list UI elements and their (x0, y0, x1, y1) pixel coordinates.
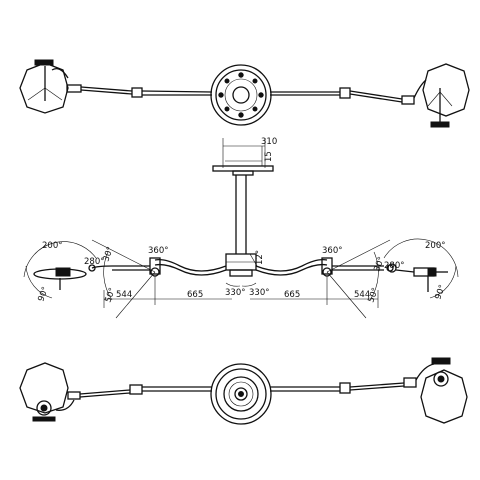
ceiling-plate (212, 165, 274, 172)
angle-280-left-label: 280° (84, 257, 104, 267)
dist-665-right-label: 665 (284, 290, 300, 300)
dist-544-right-label: 544 (354, 290, 370, 300)
bottom-left-lamp-head (19, 362, 69, 414)
angle-330-right-label: 330° (249, 288, 269, 298)
angle-360-right-label: 360° (322, 246, 342, 256)
angle-30-left-label: 30° (101, 245, 116, 263)
bottom-ceiling-canopy (210, 363, 272, 425)
left-main-arm (154, 258, 227, 272)
angle-280-right-label: 280° (384, 261, 404, 271)
right-90-arc (429, 265, 457, 299)
bottom-right-spring-arm (349, 382, 405, 388)
top-right-lamp-head (422, 63, 470, 117)
bottom-ceiling-hub (234, 387, 248, 401)
dimension-labels: 310 15 200° 200° 280° 280° 360° 360° 30°… (36, 137, 448, 304)
top-right-spring-arm (349, 90, 403, 100)
ceiling-width-label: 310 (261, 137, 277, 147)
top-left-spring-arm (80, 86, 133, 92)
angle-200-left-label: 200° (42, 241, 62, 251)
top-ceiling-hub (232, 86, 250, 104)
elevation-view (23, 138, 459, 319)
angle-50-right-label: 50° (366, 286, 381, 304)
angle-90-right-label: 90° (433, 283, 448, 301)
bottom-left-spring-arm (79, 389, 131, 395)
top-view (19, 59, 470, 128)
bottom-view (19, 357, 468, 425)
angle-200-right-label: 200° (425, 241, 445, 251)
right-200-arc (383, 238, 459, 278)
angle-330-left-label: 330° (225, 288, 245, 298)
right-main-arm (255, 258, 328, 272)
angle-360-left-label: 360° (148, 246, 168, 256)
left-200-arc (23, 241, 97, 278)
bottom-right-lamp-cap (431, 357, 451, 365)
dist-665-left-label: 665 (187, 290, 203, 300)
angle-90-left-label: 90° (36, 285, 51, 303)
angle-12-label: 12° (255, 250, 265, 265)
top-left-yoke (51, 67, 69, 79)
bottom-left-lamp-cap (32, 416, 56, 422)
plate-thickness-label: 15 (264, 151, 274, 162)
top-right-lamp-cap (430, 121, 450, 128)
top-left-lamp-cap (34, 59, 54, 66)
dist-544-left-label: 544 (116, 290, 132, 300)
left-90-arc (25, 265, 53, 299)
bottom-right-lamp-head (420, 369, 468, 424)
angle-50-left-label: 50° (103, 286, 118, 304)
angle-30-right-label: 30° (372, 255, 387, 273)
top-left-extension-arm (141, 90, 213, 93)
